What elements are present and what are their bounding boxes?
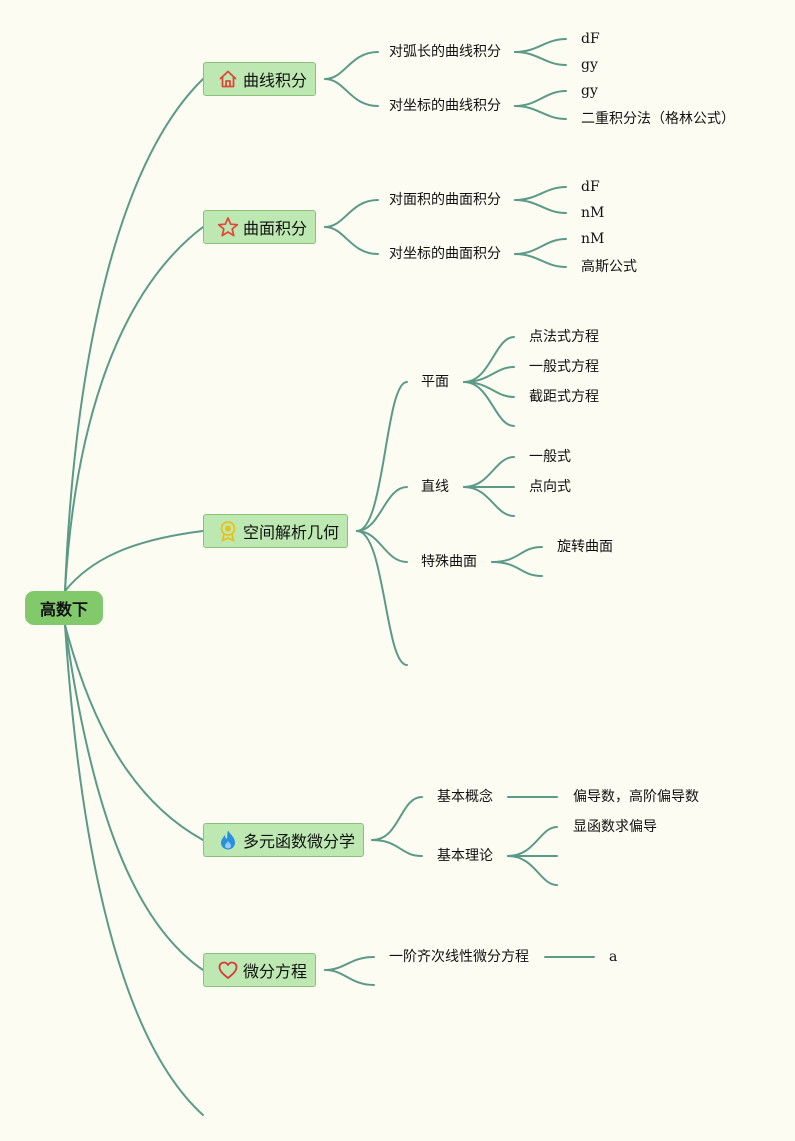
connector-root-branch-2 [64,226,204,592]
branch-label: 空间解析几何 [243,523,340,542]
leaf-node[interactable]: gy [581,83,598,99]
leaf-node[interactable]: 二重积分法（格林公式） [581,111,735,127]
leaf-node[interactable]: dF [581,179,600,195]
branch-surface-integral[interactable]: 曲面积分 [203,210,317,244]
branch-label: 多元函数微分学 [243,832,356,851]
leaf-node[interactable]: nM [581,205,605,221]
branch-multivariable-calculus[interactable]: 多元函数微分学 [203,823,365,857]
connector-root-branch-4 [64,624,204,841]
branch-label: 曲面积分 [243,219,308,238]
topic-special-surface[interactable]: 特殊曲面 [421,554,477,570]
branch-analytic-geometry[interactable]: 空间解析几何 [203,514,349,548]
topic-arc-length-curve-integral[interactable]: 对弧长的曲线积分 [389,44,501,60]
house-icon [217,68,239,90]
connector-root-empty [64,624,204,1116]
leaf-node[interactable]: 点向式 [529,479,571,495]
leaf-node[interactable]: 高斯公式 [581,259,637,275]
leaf-node[interactable]: dF [581,31,600,47]
leaf-node[interactable]: 旋转曲面 [557,539,613,555]
branch-label: 曲线积分 [243,71,308,90]
topic-area-surface-integral[interactable]: 对面积的曲面积分 [389,192,501,208]
leaf-node[interactable]: 截距式方程 [529,389,599,405]
leaf-node[interactable]: 点法式方程 [529,329,599,345]
leaf-node[interactable]: 偏导数，高阶偏导数 [573,789,699,805]
leaf-node[interactable]: 一般式方程 [529,359,599,375]
topic-line[interactable]: 直线 [421,479,449,495]
flame-icon [217,829,239,851]
medal-icon [217,520,239,542]
branch-label: 微分方程 [243,962,308,981]
leaf-node[interactable]: 显函数求偏导 [573,819,657,835]
topic-basic-theory[interactable]: 基本理论 [437,848,493,864]
branch-curve-integral[interactable]: 曲线积分 [203,62,317,96]
topic-plane[interactable]: 平面 [421,374,449,390]
star-icon [217,216,239,238]
topic-coordinate-curve-integral[interactable]: 对坐标的曲线积分 [389,98,501,114]
root-node[interactable]: 高数下 [25,591,103,625]
leaf-node[interactable]: a [609,949,618,965]
topic-first-order-linear-ode[interactable]: 一阶齐次线性微分方程 [389,949,529,965]
connector-root-branch-5 [64,624,204,971]
leaf-node[interactable]: 一般式 [529,449,571,465]
leaf-node[interactable]: nM [581,231,605,247]
branch-differential-equations[interactable]: 微分方程 [203,953,317,987]
connector-root-branch-3 [64,530,204,592]
topic-basic-concepts[interactable]: 基本概念 [437,789,493,805]
leaf-node[interactable]: gy [581,57,598,73]
connector-lines [64,38,595,1116]
connector-root-branch-1 [64,78,204,592]
topic-coordinate-surface-integral[interactable]: 对坐标的曲面积分 [389,246,501,262]
heart-icon [217,959,239,981]
